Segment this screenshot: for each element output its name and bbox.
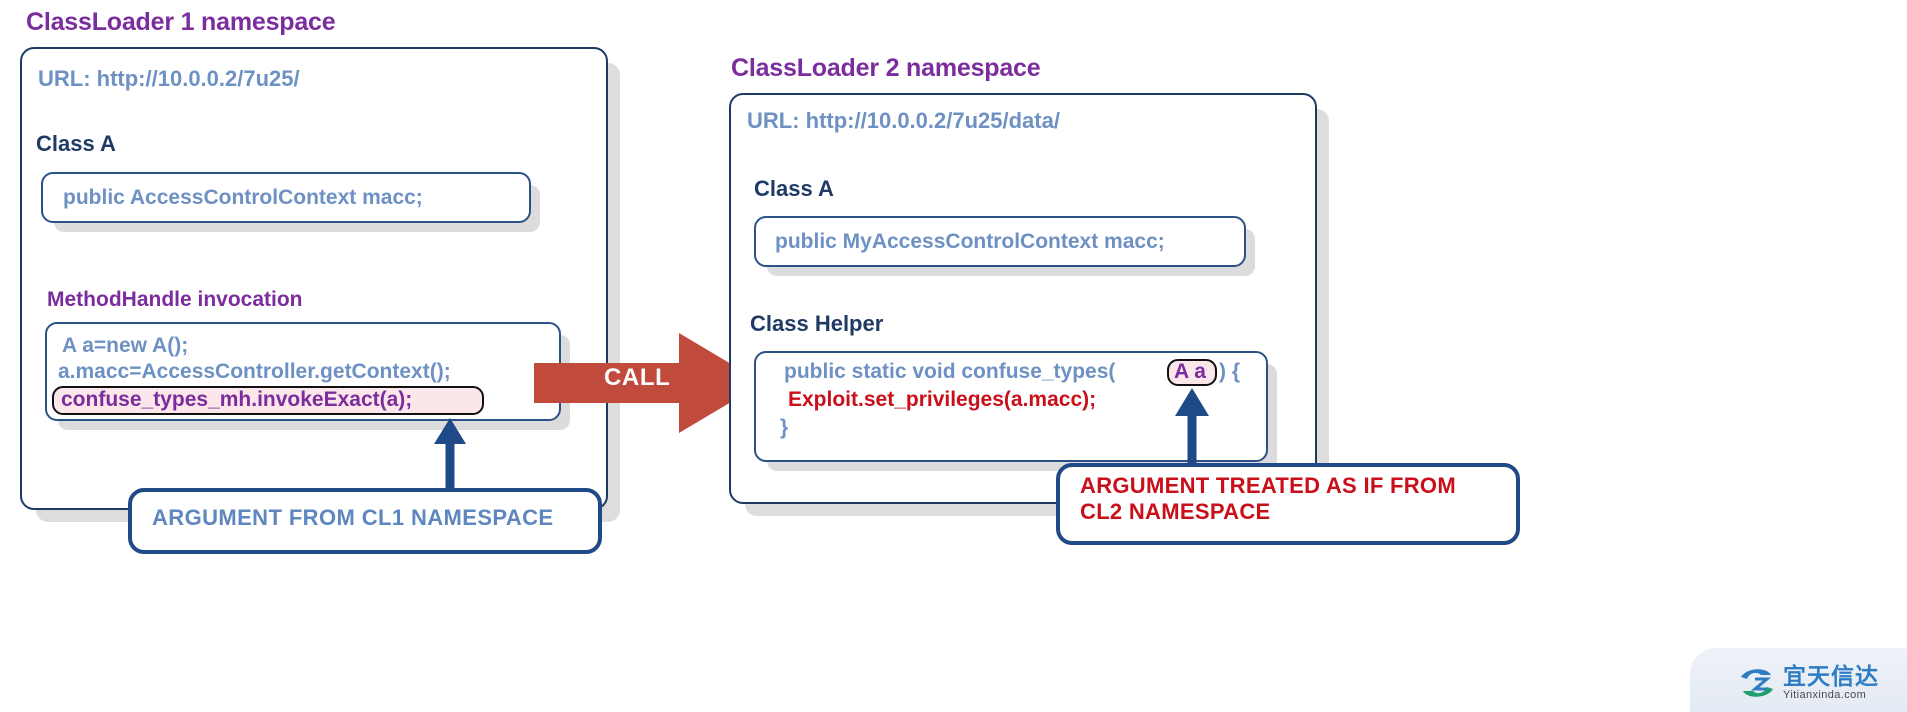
- watermark-chinese-text: 宜天信达: [1783, 663, 1879, 689]
- classloader1-mh-code-line-1: A a=new A();: [62, 334, 189, 357]
- classloader1-class-a-code-box: [41, 172, 531, 223]
- classloader1-url: URL: http://10.0.0.2/7u25/: [38, 66, 300, 91]
- classloader2-helper-code-line-1-highlight: A a: [1174, 360, 1206, 383]
- watermark-english-text: Yitianxinda.com: [1783, 689, 1867, 701]
- classloader2-class-a-code-box: [754, 216, 1246, 267]
- classloader1-mh-code-line-2: a.macc=AccessController.getContext();: [58, 360, 451, 383]
- classloader2-helper-code-line-3: }: [780, 416, 789, 439]
- left-callout-leader-arrow: [434, 418, 466, 494]
- right-callout-box: [1056, 463, 1520, 545]
- classloader2-url: URL: http://10.0.0.2/7u25/data/: [747, 108, 1060, 133]
- classloader2-title: ClassLoader 2 namespace: [731, 54, 1041, 82]
- classloader2-class-helper-label: Class Helper: [750, 311, 884, 336]
- swoosh-logo-icon: [1741, 669, 1773, 697]
- right-callout-leader-arrow: [1175, 388, 1209, 468]
- left-callout-box: [128, 488, 602, 554]
- classloader2-helper-code-line-1-after: ) {: [1219, 360, 1240, 383]
- classloader1-class-a-code: public AccessControlContext macc;: [63, 186, 423, 209]
- right-callout-text: ARGUMENT TREATED AS IF FROM CL2 NAMESPAC…: [1080, 473, 1456, 524]
- classloader1-invoke-highlight-pill: [52, 386, 484, 415]
- classloader2-argument-highlight-pill: [1167, 359, 1217, 386]
- classloader2-class-a-label: Class A: [754, 176, 834, 201]
- classloader1-panel: [20, 47, 608, 510]
- call-arrow-icon: [534, 333, 763, 433]
- call-arrow-label: CALL: [604, 364, 671, 391]
- left-callout-text: ARGUMENT FROM CL1 NAMESPACE: [152, 505, 554, 530]
- classloader1-mh-code-line-3: confuse_types_mh.invokeExact(a);: [61, 388, 413, 411]
- classloader1-class-a-label: Class A: [36, 131, 116, 156]
- classloader2-class-a-code: public MyAccessControlContext macc;: [775, 230, 1165, 253]
- watermark: 宜天信达 Yitianxinda.com: [1737, 654, 1907, 712]
- classloader1-title: ClassLoader 1 namespace: [26, 8, 336, 36]
- watermark-background: [1690, 648, 1907, 712]
- classloader2-helper-code-line-2: Exploit.set_privileges(a.macc);: [788, 388, 1097, 411]
- classloader1-methodhandle-heading: MethodHandle invocation: [47, 288, 303, 311]
- classloader2-helper-code-line-1-before: public static void confuse_types(: [784, 360, 1116, 383]
